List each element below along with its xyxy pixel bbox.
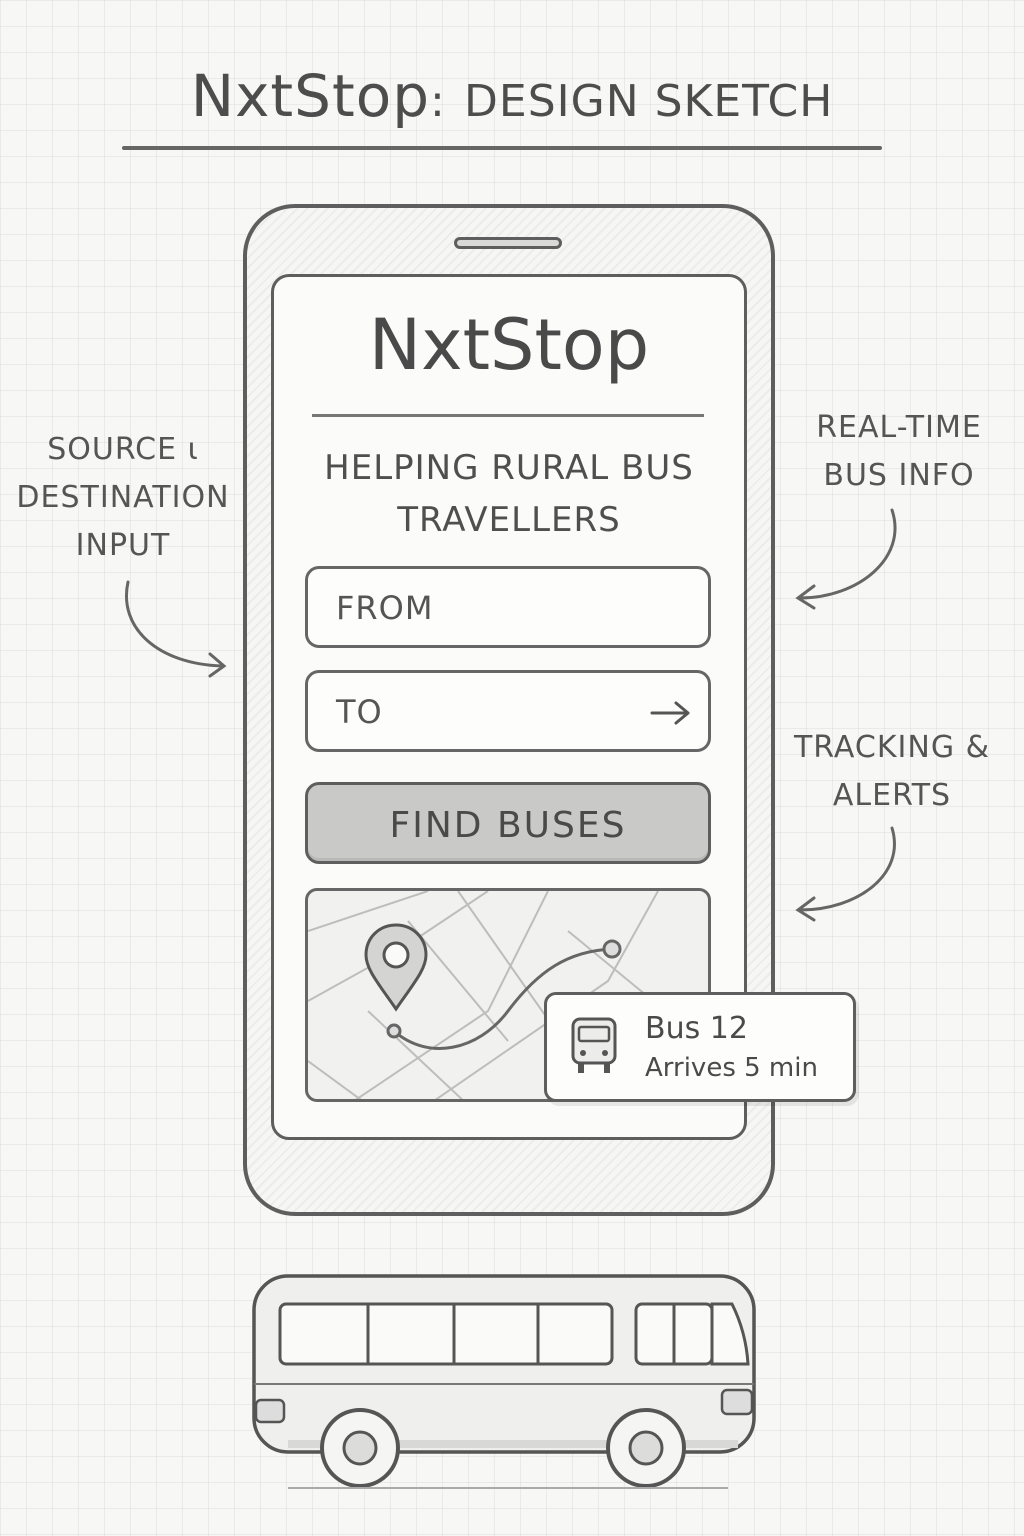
- annotation-arrow-left: [125, 580, 227, 678]
- arrow-right-icon[interactable]: [648, 697, 694, 729]
- sketch-title-separator: :: [430, 76, 446, 127]
- find-buses-button[interactable]: FIND BUSES: [305, 782, 711, 864]
- app-title: NxtStop: [368, 304, 650, 386]
- annotation-arrow-tracking: [795, 826, 896, 922]
- bus-arrival-card[interactable]: Bus 12 Arrives 5 min: [544, 992, 856, 1102]
- annotation-realtime: REAL-TIME BUS INFO: [816, 410, 982, 493]
- from-input-label: FROM: [336, 589, 434, 627]
- bus-illustration: [252, 1274, 756, 1489]
- phone-speaker: [454, 237, 562, 249]
- bus-icon: [571, 1017, 617, 1073]
- app-tagline: HELPING RURAL BUS TRAVELLERS: [324, 448, 694, 540]
- annotation-arrow-realtime: [795, 508, 897, 610]
- app-title-divider: [312, 414, 704, 417]
- annotation-tracking: TRACKING & ALERTS: [793, 730, 991, 813]
- sketch-title: NxtStop: DESIGN SKETCH: [0, 62, 1024, 130]
- sketch-title-subtitle: DESIGN SKETCH: [464, 76, 834, 127]
- annotation-source-destination: SOURCE ι DESTINATION INPUT: [16, 432, 230, 563]
- map-pin-icon: [364, 923, 428, 1012]
- bus-eta: Arrives 5 min: [645, 1053, 818, 1083]
- to-input-label: TO: [336, 693, 383, 731]
- find-buses-label: FIND BUSES: [389, 805, 627, 846]
- from-input[interactable]: FROM: [305, 566, 711, 648]
- sketch-title-app: NxtStop: [190, 62, 431, 130]
- bus-number: Bus 12: [645, 1011, 748, 1046]
- to-input[interactable]: TO: [305, 670, 711, 752]
- title-underline: [122, 146, 882, 150]
